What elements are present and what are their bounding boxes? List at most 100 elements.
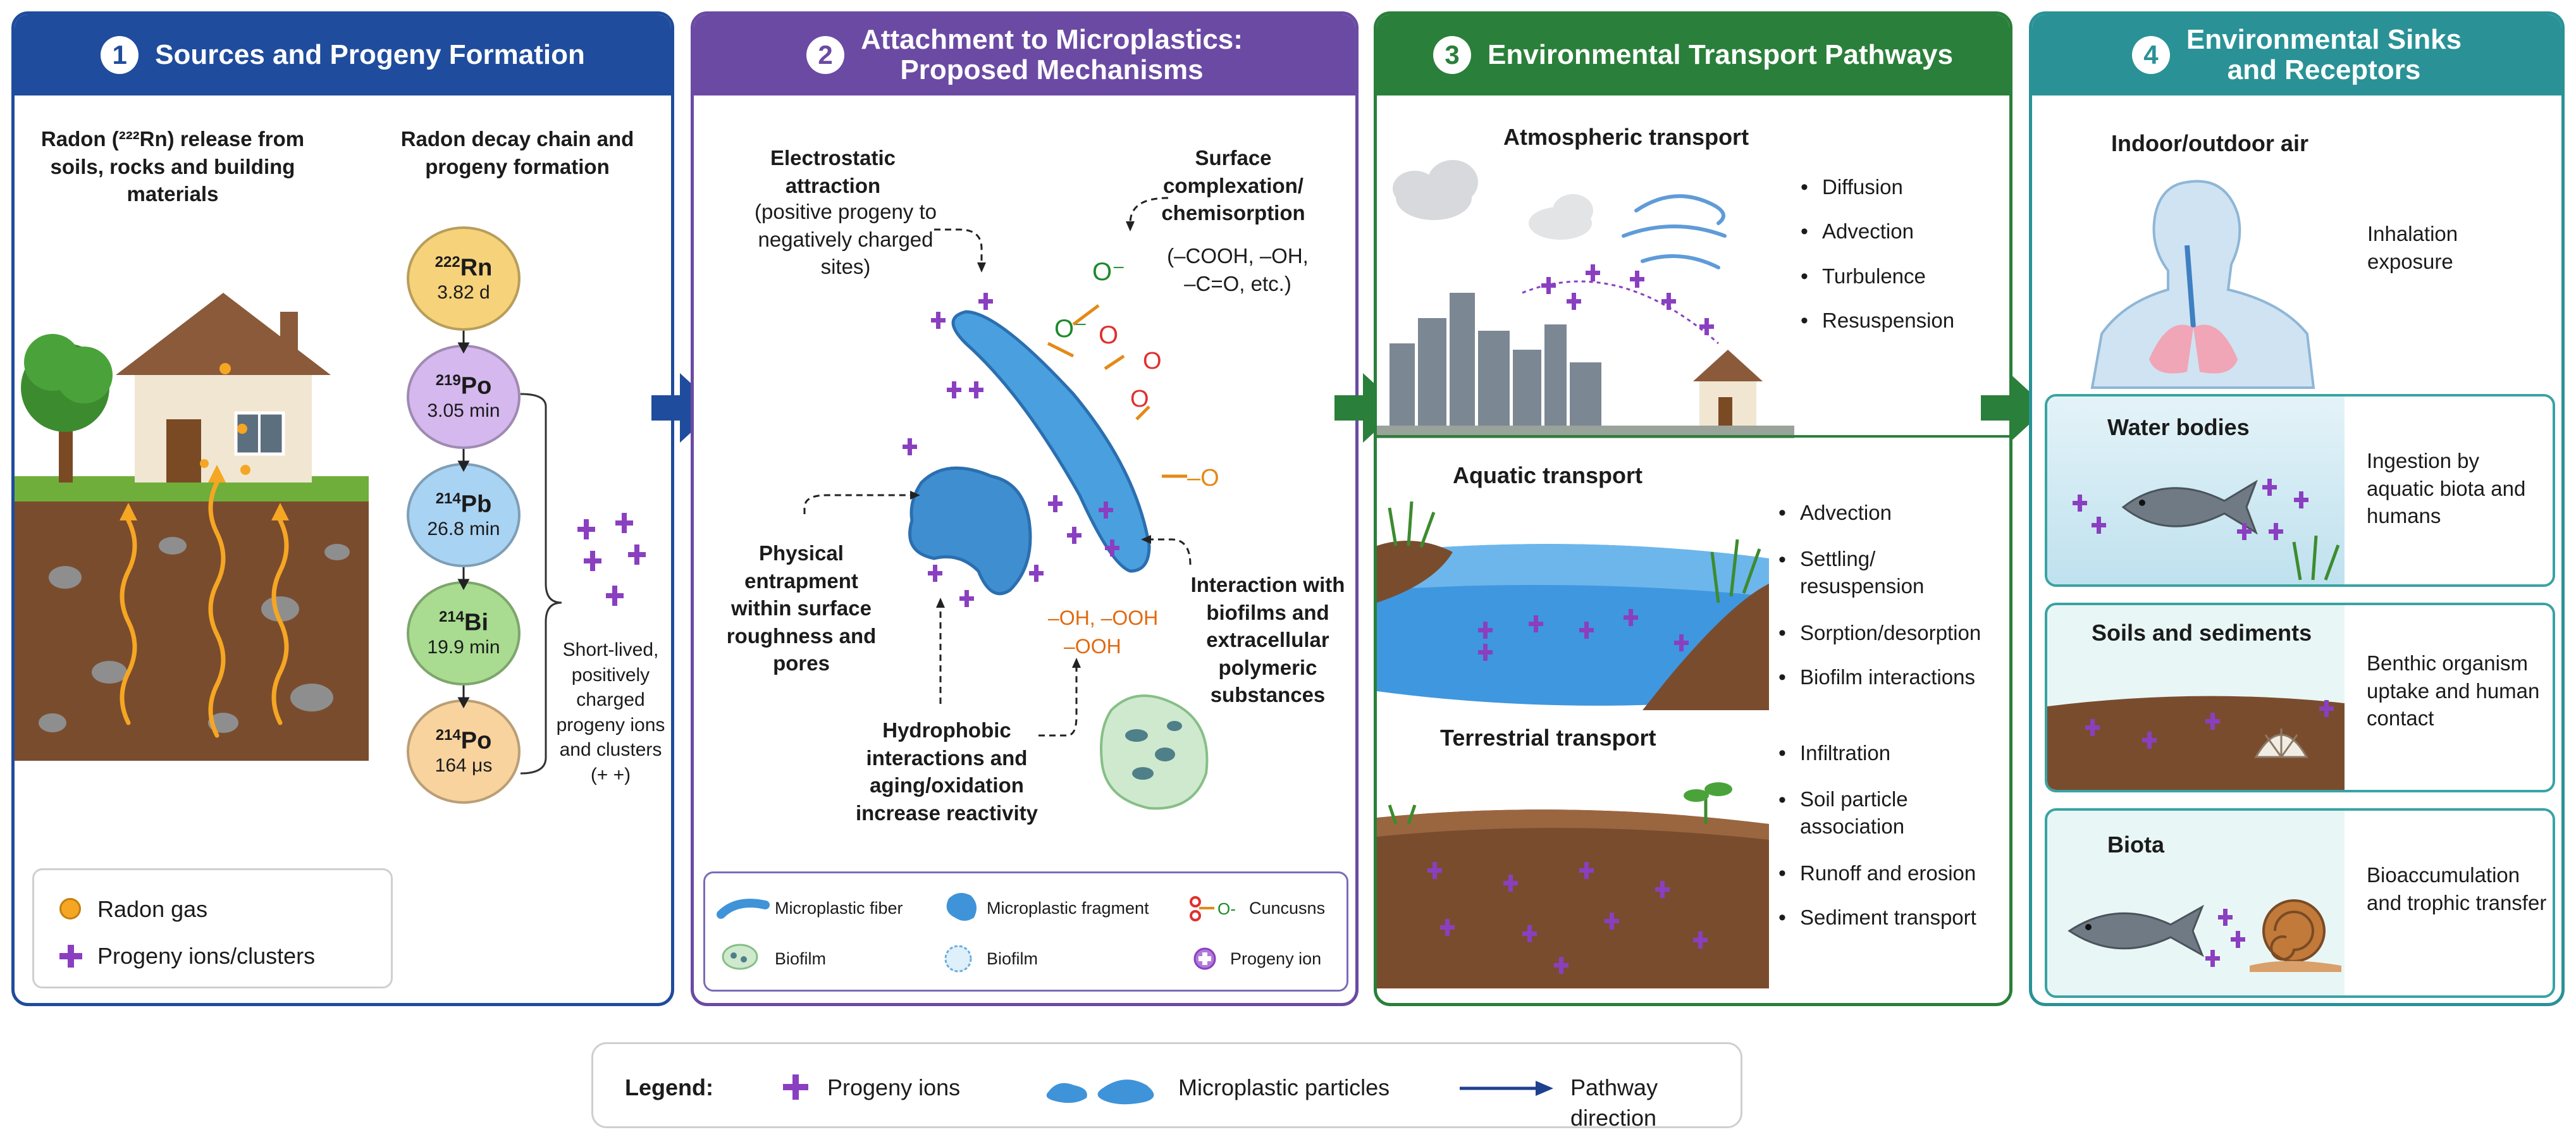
list-item: Turbulence bbox=[1801, 264, 1954, 288]
panel-header: 3 Environmental Transport Pathways bbox=[1377, 15, 2009, 95]
panel-attachment: 2 Attachment to Microplastics:Proposed M… bbox=[691, 11, 1359, 1006]
microplastic-particle-icon bbox=[1046, 1079, 1154, 1105]
soils-card: Soils and sediments Benthic organism upt… bbox=[2045, 603, 2555, 792]
human-lungs-icon bbox=[2090, 180, 2315, 389]
biofilm2-legend-icon bbox=[944, 945, 972, 973]
svg-text:O: O bbox=[1143, 348, 1162, 374]
isotope-symbol: 214Pb bbox=[435, 490, 492, 518]
half-life: 26.8 min bbox=[427, 518, 500, 539]
isotope-symbol: 214Bi bbox=[438, 608, 489, 636]
legend-cuncusns-label: Cuncusns bbox=[1249, 899, 1326, 918]
fish-icon bbox=[2068, 904, 2204, 957]
panel-title: Environmental Transport Pathways bbox=[1488, 39, 1953, 70]
panel-header: 1 Sources and Progeny Formation bbox=[15, 15, 671, 95]
biofilm-interaction: Interaction with biofilms and extracellu… bbox=[1190, 573, 1345, 707]
soils-text: Benthic organism uptake and human contac… bbox=[2367, 651, 2540, 730]
list-item: Settling/ resuspension bbox=[1778, 546, 1994, 600]
progeny-plus-icon bbox=[783, 1074, 808, 1100]
physical-entrapment: Physical entrapment within surface rough… bbox=[726, 541, 877, 675]
half-life: 3.05 min bbox=[427, 400, 500, 421]
biofilm1-legend-icon bbox=[722, 944, 758, 970]
isotope-symbol: 219Po bbox=[435, 372, 492, 400]
list-item: Runoff and erosion bbox=[1778, 861, 1981, 885]
isotope-symbol: 222Rn bbox=[434, 254, 493, 281]
snail-icon bbox=[2250, 899, 2341, 972]
legend-pathway-label: Pathway direction bbox=[1570, 1074, 1658, 1131]
attachment-illustration: O⁻ O⁻ O O O –O –OH, –OOH –OOH bbox=[803, 197, 1219, 810]
step-number: 2 bbox=[806, 36, 845, 74]
terrestrial-illustration bbox=[1377, 782, 1769, 988]
surface-title: Surface complexation/ chemisorption bbox=[1161, 146, 1305, 225]
o-minus-top: O⁻ bbox=[1092, 258, 1125, 286]
progeny-plus-icon bbox=[59, 945, 82, 968]
pathway-arrow-icon bbox=[1460, 1081, 1553, 1096]
panel-header: 2 Attachment to Microplastics:Proposed M… bbox=[694, 15, 1355, 95]
radon-gas-icon bbox=[59, 898, 81, 920]
release-text: Radon (²²²Rn) release from soils, rocks … bbox=[40, 127, 305, 206]
legend-radon-label: Radon gas bbox=[97, 896, 208, 922]
panel-title-line2: and Receptors bbox=[2227, 54, 2421, 85]
atmospheric-title: Atmospheric transport bbox=[1503, 124, 1749, 150]
panel-title-line1: Environmental Sinks bbox=[2186, 23, 2462, 55]
air-text: Inhalation exposure bbox=[2367, 222, 2458, 273]
terrestrial-list: Infiltration Soil particle association R… bbox=[1778, 741, 1981, 951]
legend-microplastic-label: Microplastic particles bbox=[1178, 1074, 1390, 1100]
panel1-legend: Radon gas Progeny ions/clusters bbox=[32, 868, 393, 988]
list-item: Biofilm interactions bbox=[1778, 666, 1994, 690]
air-title: Indoor/outdoor air bbox=[2111, 130, 2308, 156]
electrostatic-title: Electrostatic attraction bbox=[770, 146, 896, 197]
cuncusns-legend-icon: O- bbox=[1190, 896, 1236, 921]
legend-fiber-label: Microplastic fiber bbox=[775, 899, 903, 918]
fish-icon bbox=[2121, 479, 2258, 535]
house-scene-illustration bbox=[15, 293, 369, 761]
biota-title: Biota bbox=[2107, 832, 2164, 858]
microplastic-fragment-icon bbox=[908, 466, 1032, 596]
seedling-icon bbox=[1684, 782, 1732, 802]
biofilm-blob-icon bbox=[1100, 694, 1209, 810]
decay-arrows bbox=[457, 331, 646, 775]
aquatic-title: Aquatic transport bbox=[1453, 462, 1643, 488]
list-item: Sorption/desorption bbox=[1778, 621, 1994, 645]
step-number: 1 bbox=[101, 36, 139, 74]
chain-title: Radon decay chain and progeny formation bbox=[400, 127, 634, 178]
cloud-icon bbox=[1529, 194, 1593, 240]
hydrophobic-text: Hydrophobic interactions and aging/oxida… bbox=[855, 718, 1038, 825]
legend-biofilm2-label: Biofilm bbox=[987, 949, 1038, 968]
main-legend: Legend: Progeny ions Microplastic partic… bbox=[591, 1042, 1742, 1131]
fragment-legend-icon bbox=[946, 893, 977, 921]
aquatic-list: Advection Settling/ resuspension Sorptio… bbox=[1778, 501, 1994, 711]
biota-text: Bioaccumulation and trophic transfer bbox=[2367, 863, 2547, 914]
aquatic-illustration bbox=[1377, 501, 1769, 710]
list-item: Diffusion bbox=[1801, 175, 1954, 199]
surface-detail: (–COOH, –OH, –C=O, etc.) bbox=[1167, 244, 1309, 295]
legend-progeny-label: Progeny ions bbox=[827, 1074, 961, 1100]
legend-title: Legend: bbox=[625, 1074, 713, 1100]
panel-sources: 1 Sources and Progeny Formation Radon (²… bbox=[11, 11, 674, 1006]
list-item: Advection bbox=[1778, 501, 1994, 525]
panel-transport: 3 Environmental Transport Pathways Atmos… bbox=[1374, 11, 2012, 1006]
list-item: Soil particle association bbox=[1778, 786, 1981, 840]
legend-progeny-label: Progeny ions/clusters bbox=[97, 943, 316, 969]
list-item: Infiltration bbox=[1778, 741, 1981, 765]
svg-text:O-: O- bbox=[1217, 899, 1236, 918]
progeny-cluster-icon bbox=[577, 513, 646, 606]
biota-card: Biota Bioaccumulation and trophic transf… bbox=[2045, 808, 2555, 998]
progeny-ion-legend-icon bbox=[1193, 947, 1216, 970]
atmospheric-illustration bbox=[1377, 160, 1794, 438]
water-progeny bbox=[2073, 479, 2340, 581]
seashell-icon bbox=[2254, 729, 2308, 758]
half-life: 164 μs bbox=[434, 754, 493, 776]
soils-title: Soils and sediments bbox=[2092, 620, 2312, 646]
list-item: Sediment transport bbox=[1778, 906, 1981, 930]
isotope-symbol: 214Po bbox=[435, 727, 492, 754]
atmospheric-list: Diffusion Advection Turbulence Resuspens… bbox=[1801, 175, 1954, 354]
step-number: 4 bbox=[2131, 36, 2170, 74]
list-item: Resuspension bbox=[1801, 309, 1954, 333]
svg-text:O: O bbox=[1130, 386, 1149, 412]
water-title: Water bodies bbox=[2107, 414, 2250, 440]
progeny-note: Short-lived, positively charged progeny … bbox=[556, 639, 665, 785]
legend-progeny-ion-label: Progeny ion bbox=[1230, 949, 1322, 968]
